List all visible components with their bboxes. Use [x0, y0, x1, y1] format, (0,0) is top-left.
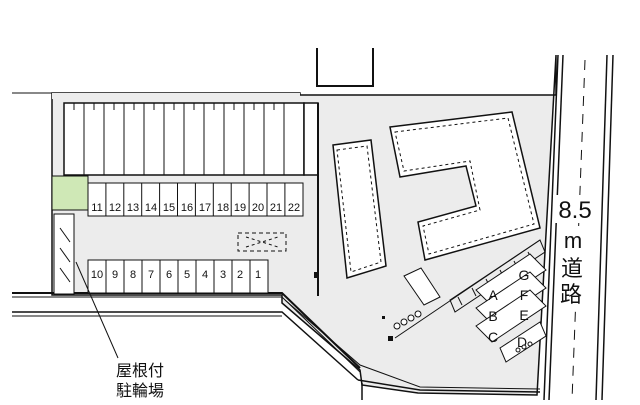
storage-units: G F E D A B C	[475, 253, 547, 363]
side-road-edge	[12, 311, 359, 381]
bicycle-parking-area	[51, 175, 89, 211]
bicycle-leader-line	[75, 261, 119, 359]
shrub-4	[414, 310, 422, 318]
parking-space-10: 10	[91, 269, 103, 281]
front-wall-inner	[12, 296, 361, 373]
site-lot-top-strip	[52, 93, 300, 99]
parking-space-11: 11	[91, 202, 102, 214]
main-building	[332, 111, 541, 306]
shrubs	[393, 310, 533, 353]
road-edge-left	[543, 54, 559, 401]
bicycle-callout: 屋根付 駐輪場	[75, 261, 164, 400]
road-label-char-2: 路	[560, 283, 582, 308]
parking-space-19: 19	[234, 202, 246, 214]
parking-space-1: 1	[255, 269, 261, 281]
diagonal-tick-1	[457, 296, 463, 306]
driveway-marking	[237, 232, 287, 252]
unit-label-e: E	[519, 307, 528, 323]
bicycle-label-line-1: 屋根付	[116, 361, 164, 380]
main-building-east-wing-dash	[394, 117, 535, 255]
utility-box	[403, 267, 441, 306]
unit-label-f: F	[520, 287, 529, 303]
road-label-char-1: 道	[561, 257, 583, 282]
shrub-1	[393, 322, 401, 330]
parking-top-row: 11 12 13 14 15 16 17 18 19 20 21 22	[87, 182, 304, 217]
unit-block-d	[499, 321, 547, 363]
unit-label-a: A	[488, 287, 498, 303]
parking-space-17: 17	[199, 202, 211, 214]
parking-space-18: 18	[217, 202, 229, 214]
parking-space-6: 6	[166, 269, 172, 281]
parking-space-2: 2	[237, 269, 243, 281]
parking-bottom-row: 10 9 8 7 6 5 4 3 2 1	[87, 259, 269, 294]
bicycle-parking	[51, 175, 89, 295]
bottom-row-dividers	[105, 260, 251, 293]
parking-space-22: 22	[288, 202, 300, 214]
parking-space-12: 12	[109, 202, 121, 214]
parking-space-13: 13	[127, 202, 139, 214]
top-row-dividers	[105, 183, 286, 216]
south-wall-inner	[284, 299, 541, 390]
parking-space-8: 8	[130, 269, 136, 281]
bicycle-rack-mark-1	[59, 227, 71, 243]
road-edge-right	[595, 54, 608, 401]
parking-space-20: 20	[252, 202, 264, 214]
shrub-5	[515, 347, 521, 353]
road-unit-label: m	[564, 228, 582, 253]
road-width-label: 8.5	[558, 197, 591, 224]
diagonal-line	[394, 239, 541, 339]
south-wall	[357, 379, 541, 393]
shrub-7	[527, 341, 533, 347]
bicycle-rack-mark-3	[59, 267, 71, 283]
parking-space-15: 15	[163, 202, 175, 214]
parking-space-9: 9	[112, 269, 118, 281]
post-marker	[314, 272, 319, 278]
road-edge-left-inner	[548, 54, 564, 401]
post-marker-3	[382, 316, 385, 319]
road: 8.5 m 道 路	[543, 54, 614, 401]
unit-block-low	[475, 289, 547, 343]
unit-label-d: D	[517, 334, 527, 350]
housing-block	[63, 102, 319, 176]
parking-space-7: 7	[148, 269, 154, 281]
unit-label-b: B	[488, 308, 497, 324]
post-marker-2	[388, 336, 393, 341]
unit-label-g: G	[519, 267, 530, 283]
road-edge-right-outer	[601, 54, 614, 401]
shrub-2	[400, 318, 408, 326]
parking-space-14: 14	[145, 202, 157, 214]
housing-block-end	[303, 102, 319, 176]
road-label-bg	[553, 195, 597, 223]
parking-space-16: 16	[181, 202, 193, 214]
diagonal-tick-2	[471, 287, 477, 297]
main-building-east-wing	[389, 111, 541, 261]
bicycle-label-line-2: 駐輪場	[116, 381, 164, 400]
housing-dividers	[73, 103, 285, 175]
road-label-bg-2	[560, 226, 586, 306]
bicycle-rack-mark-2	[59, 247, 71, 263]
neighbor-building-top	[316, 48, 374, 87]
parking-space-4: 4	[202, 269, 208, 281]
shrub-6	[521, 344, 527, 350]
main-building-west-wing-dash	[336, 145, 382, 273]
unit-label-c: C	[488, 329, 498, 345]
main-building-west-wing	[332, 139, 387, 279]
parking-space-3: 3	[220, 269, 226, 281]
parking-space-21: 21	[270, 202, 282, 214]
shrub-3	[407, 314, 415, 322]
parking-space-5: 5	[184, 269, 190, 281]
